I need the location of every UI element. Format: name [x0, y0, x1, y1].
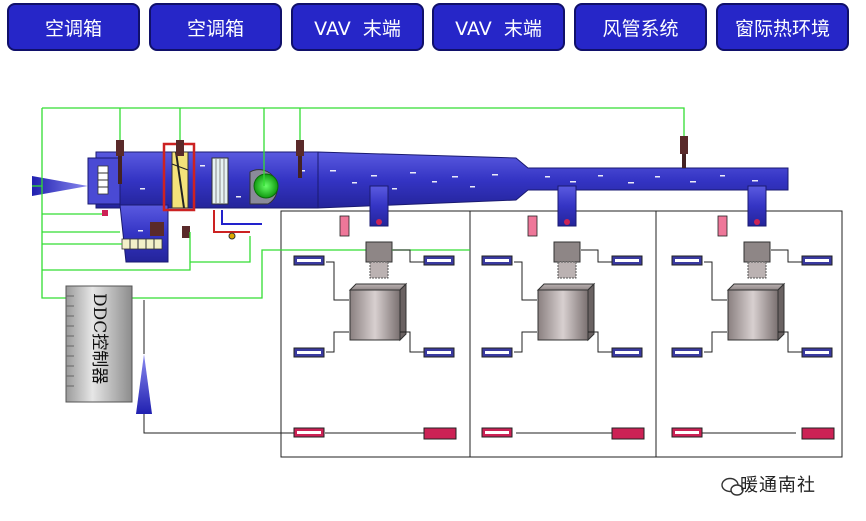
- vav-zones: [293, 185, 835, 440]
- terminal-unit-top: [348, 283, 408, 291]
- ceiling-diffuser: [481, 347, 513, 358]
- airflow-sensor: [754, 219, 760, 225]
- diffuser-link: [778, 331, 802, 353]
- coil-valve-piping: [213, 210, 262, 240]
- return-air-damper: [121, 238, 163, 250]
- ceiling-diffuser: [423, 255, 455, 266]
- tab-vav-terminal-2[interactable]: VAV 末端: [432, 3, 565, 51]
- tab-vav-terminal-1[interactable]: VAV 末端: [291, 3, 424, 51]
- vav-silencer: [557, 261, 577, 279]
- wechat-chat-bubble-icon: [721, 477, 744, 496]
- diffuser-link: [588, 331, 612, 353]
- ceiling-diffuser: [671, 255, 703, 266]
- terminal-unit: [349, 289, 401, 341]
- terminal-unit-side: [587, 282, 595, 342]
- diffuser-link: [400, 331, 424, 353]
- diffuser-link: [326, 261, 349, 301]
- diffuser-link: [514, 331, 537, 353]
- diffuser-link: [514, 261, 537, 301]
- vav-box: [743, 241, 771, 263]
- ceiling-diffuser: [671, 347, 703, 358]
- window-unit-left: [293, 427, 325, 438]
- window-unit-left: [671, 427, 703, 438]
- terminal-unit-top: [536, 283, 596, 291]
- terminal-unit-side: [777, 282, 785, 342]
- tab-window-thermal-environment[interactable]: 窗际热环境: [716, 3, 849, 51]
- ahu-sensors: [116, 136, 688, 238]
- ceiling-diffuser: [801, 347, 833, 358]
- watermark-text: 暖通南社: [740, 475, 816, 496]
- diffuser-link: [704, 331, 727, 353]
- ceiling-diffuser: [611, 255, 643, 266]
- ddc-controller: DDC控制器: [65, 285, 133, 403]
- outdoor-sensor: [136, 300, 300, 434]
- air-handling-unit: [32, 142, 789, 263]
- vav-zone-1: [293, 185, 457, 440]
- ceiling-diffuser: [481, 255, 513, 266]
- diffuser-link: [581, 249, 612, 263]
- supply-fan: [249, 169, 279, 205]
- ceiling-diffuser: [611, 347, 643, 358]
- ceiling-diffuser: [801, 255, 833, 266]
- tab-ahu-2[interactable]: 空调箱: [149, 3, 282, 51]
- zone-thermostat: [527, 215, 538, 237]
- vav-silencer: [369, 261, 389, 279]
- window-unit-right: [611, 427, 645, 440]
- ceiling-diffuser: [293, 255, 325, 266]
- window-unit-right: [801, 427, 835, 440]
- vav-silencer: [747, 261, 767, 279]
- zone-thermostat: [339, 215, 350, 237]
- terminal-unit-side: [399, 282, 407, 342]
- vav-zone-2: [481, 185, 645, 440]
- humidifier: [211, 157, 229, 205]
- window-unit-left: [481, 427, 513, 438]
- vav-box: [365, 241, 393, 263]
- diffuser-link: [393, 249, 424, 263]
- ceiling-diffuser: [293, 347, 325, 358]
- branch-duct: [557, 185, 577, 227]
- zone-thermostat: [717, 215, 728, 237]
- vav-zone-3: [671, 185, 835, 440]
- watermark: 暖通南社: [712, 470, 862, 498]
- diffuser-link: [704, 261, 727, 301]
- terminal-unit-top: [726, 283, 786, 291]
- outdoor-air-damper: [97, 165, 109, 216]
- control-signal-wiring: [32, 107, 685, 299]
- diffuser-link: [326, 331, 349, 353]
- ceiling-diffuser: [423, 347, 455, 358]
- ddc-controller-label: DDC控制器: [89, 293, 109, 384]
- tab-duct-system[interactable]: 风管系统: [574, 3, 707, 51]
- airflow-sensor: [376, 219, 382, 225]
- branch-duct: [747, 185, 767, 227]
- window-unit-right: [423, 427, 457, 440]
- branch-duct: [369, 185, 389, 227]
- tab-ahu-1[interactable]: 空调箱: [7, 3, 140, 51]
- terminal-unit: [727, 289, 779, 341]
- outdoor-air-intake-cone: [32, 176, 88, 196]
- diffuser-link: [771, 249, 802, 263]
- terminal-unit: [537, 289, 589, 341]
- airflow-sensor: [564, 219, 570, 225]
- vav-box: [553, 241, 581, 263]
- top-tab-bar: 空调箱 空调箱 VAV 末端 VAV 末端 风管系统 窗际热环境: [0, 0, 866, 60]
